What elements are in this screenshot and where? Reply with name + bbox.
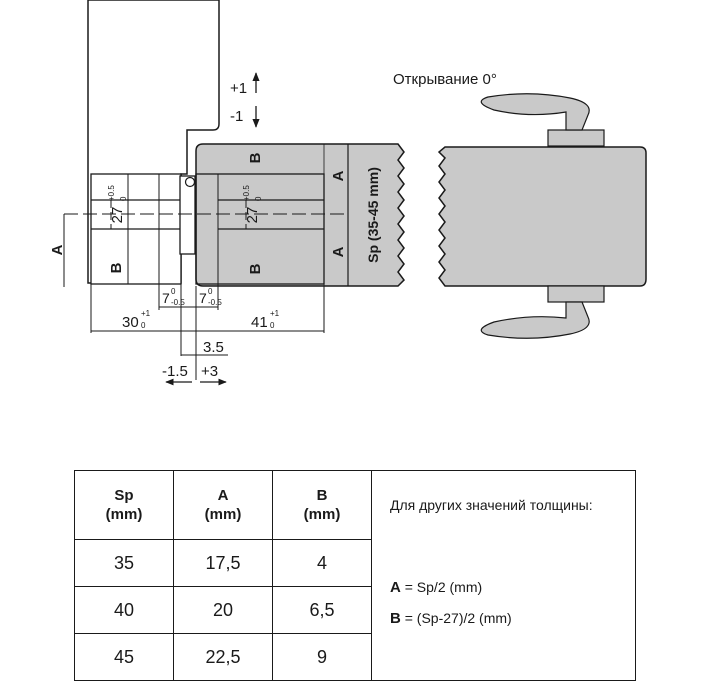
svg-text:+1: +1 xyxy=(270,309,280,318)
opening-angle-label: Открывание 0° xyxy=(393,71,497,88)
dim-30: 30 xyxy=(122,314,139,331)
formula-a: A = Sp/2 (mm) xyxy=(390,579,483,596)
formula-note: Для других значений толщины: xyxy=(390,497,593,513)
label-a-top: A xyxy=(330,170,347,181)
svg-text:+0.5: +0.5 xyxy=(242,185,251,201)
spacer-label: Sp (35-45 mm) xyxy=(365,167,381,263)
label-a-bottom: A xyxy=(330,246,347,257)
label-b-frame: B xyxy=(108,262,125,273)
bottom-hinge-plate xyxy=(547,285,605,303)
formula-b: B = (Sp-27)/2 (mm) xyxy=(390,610,512,627)
formula-cell: Для других значений толщины: A = Sp/2 (m… xyxy=(371,470,636,681)
dim-3-5: 3.5 xyxy=(203,339,224,356)
dim-27-right: 27 xyxy=(244,207,261,224)
svg-text:+1: +1 xyxy=(141,309,151,318)
sash-profile xyxy=(195,143,405,287)
svg-text:-0.5: -0.5 xyxy=(208,298,222,307)
adjust-plus: +1 xyxy=(230,80,247,97)
label-b-bottom: B xyxy=(247,263,264,274)
svg-text:0: 0 xyxy=(119,196,128,201)
svg-text:0: 0 xyxy=(270,321,275,330)
label-a-left: A xyxy=(49,244,66,255)
table-row: 45 22,5 9 xyxy=(74,633,636,681)
svg-text:0: 0 xyxy=(171,287,176,296)
svg-text:0: 0 xyxy=(208,287,213,296)
header-a: A(mm) xyxy=(173,470,273,540)
top-hinge-plate xyxy=(547,129,605,147)
dim-plus-3: +3 xyxy=(201,363,218,380)
svg-text:0: 0 xyxy=(254,196,263,201)
header-sp: Sp(mm) xyxy=(74,470,174,540)
dim-27-left: 27 xyxy=(109,207,126,224)
dim-7-right: 7 xyxy=(199,290,207,306)
table-header-row: Sp(mm) A(mm) B(mm) Для других значений т… xyxy=(74,470,636,681)
top-hinge-arm xyxy=(480,93,590,131)
svg-text:0: 0 xyxy=(141,321,146,330)
bottom-hinge-arm xyxy=(480,301,590,339)
label-b-top: B xyxy=(247,152,264,163)
spec-table: Sp(mm) A(mm) B(mm) Для других значений т… xyxy=(74,470,636,681)
table-row: 35 17,5 4 xyxy=(74,539,636,587)
hinge-technical-drawing: 27 +0.5 0 27 +0.5 0 A B B B A A Sp (35-4… xyxy=(49,0,647,386)
adjust-minus: -1 xyxy=(230,108,243,125)
leaf-right-part xyxy=(437,146,647,287)
dim-41: 41 xyxy=(251,314,268,331)
svg-text:-0.5: -0.5 xyxy=(171,298,185,307)
dim-minus-1-5: -1.5 xyxy=(162,363,188,380)
header-b: B(mm) xyxy=(272,470,372,540)
svg-text:+0.5: +0.5 xyxy=(107,185,116,201)
dim-7-left: 7 xyxy=(162,290,170,306)
hinge-knuckle xyxy=(179,175,196,255)
